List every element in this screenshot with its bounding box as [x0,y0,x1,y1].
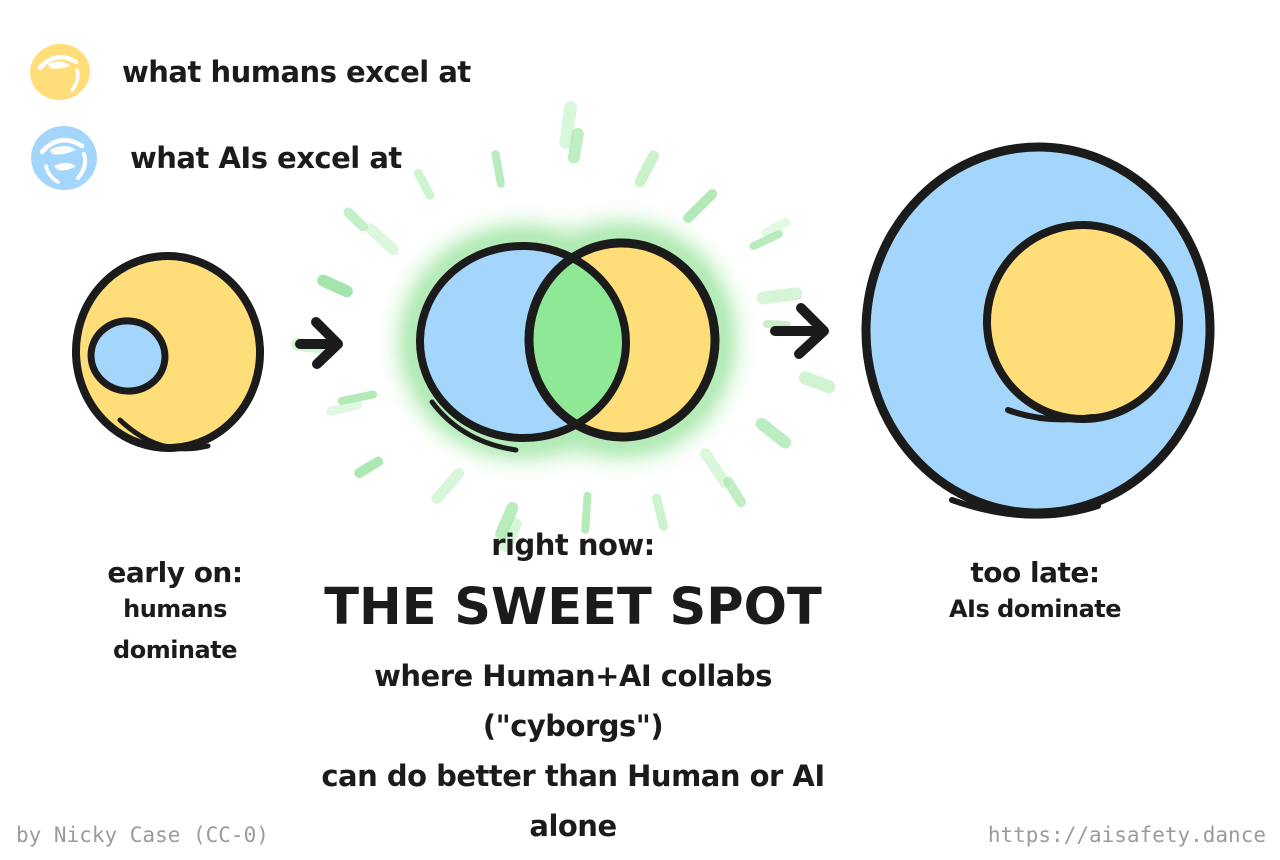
glow-dash [326,400,362,416]
caption-now-pre: right now: [491,528,655,562]
glow-dash [559,101,578,149]
glow-dash [756,287,803,305]
pen-stroke [117,417,211,452]
url-text: https://aisafety.dance [987,823,1266,847]
glow-dash [683,189,718,223]
ai-circle-small [87,317,169,395]
caption-now-sub: where Human+AI collabs ("cyborgs") can d… [285,651,861,851]
glow-dash [500,517,522,553]
glow-dash [762,320,791,330]
glow-dash [749,230,783,251]
glow-dash [761,217,791,238]
caption-late-title: too late: [970,556,1100,589]
glow-dash [567,127,584,164]
caption-now: right now: THE SWEET SPOT where Human+AI… [285,528,861,851]
caption-early-title: early on: [107,556,243,589]
caption-late-line1: AIs dominate [948,595,1122,623]
pen-stroke [949,497,1101,519]
glow-dash [491,150,505,188]
caption-early-line1: humans [123,595,227,623]
glow-dash [651,493,669,531]
glow-dash [700,448,731,489]
stage-now-group [416,238,720,453]
caption-now-sub-line2: can do better than Human or AI alone [321,759,825,843]
arrow-right-icon [770,303,829,359]
glow-dash [354,456,384,478]
caption-now-sub-line1: where Human+AI collabs ("cyborgs") [374,659,772,743]
arrow-right-icon [295,317,343,369]
glow-dash [317,274,353,298]
legend-item-ais: what AIs excel at [28,122,471,194]
ai-color-swatch-icon [31,125,97,191]
ai-circle-outline [416,241,630,443]
glow-dash [755,417,792,449]
glow-dash [495,501,519,540]
credit-text: by Nicky Case (CC-0) [16,823,269,847]
pen-stroke [429,399,519,453]
human-circle-outline [524,238,720,442]
human-color-swatch-icon [30,43,90,101]
pen-stroke [1005,407,1095,423]
glow-dash [431,468,465,504]
stage-late-group [861,142,1215,519]
glow-dash [581,491,592,534]
caption-late: too late: AIs dominate [920,556,1150,630]
glow-dash [634,150,659,188]
caption-early: early on: humans dominate [60,556,290,671]
stage-early-group [71,252,265,452]
caption-early-line2: dominate [113,636,237,664]
glow-dash [798,371,836,394]
caption-now-title: THE SWEET SPOT [324,578,822,637]
glow-dash [413,168,435,200]
legend-label-humans: what humans excel at [122,55,471,89]
glow-dash [723,476,747,508]
glow-dash [365,223,399,256]
legend-label-ais: what AIs excel at [130,141,402,175]
legend: what humans excel at what AIs excel at [28,40,471,212]
glow-dash [343,207,368,232]
glow-dash [337,390,378,405]
legend-item-humans: what humans excel at [28,40,471,104]
